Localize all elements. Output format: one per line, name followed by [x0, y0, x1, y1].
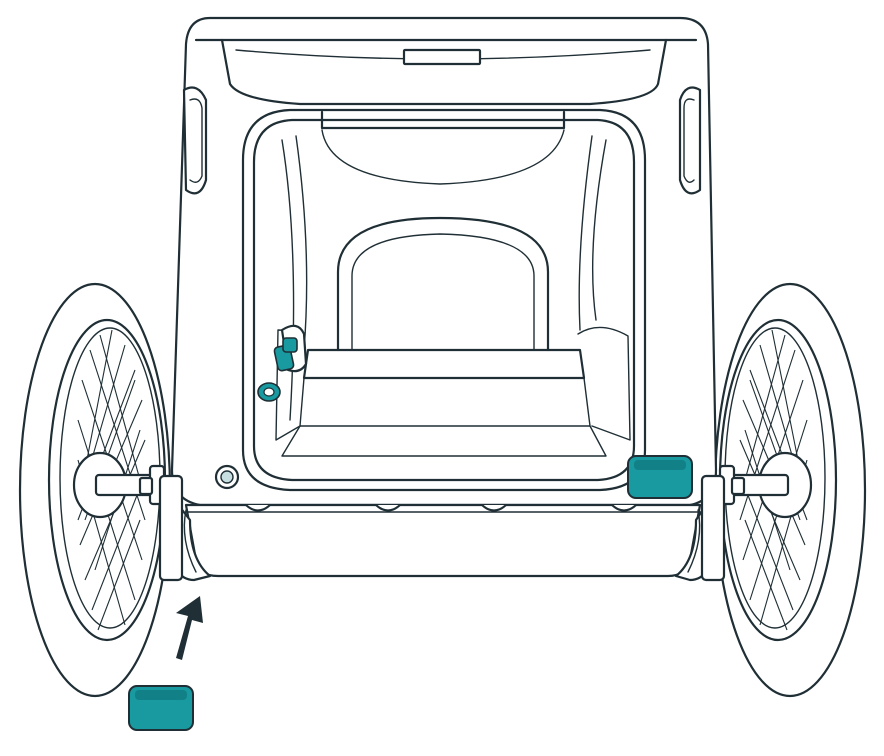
release-button — [214, 464, 240, 490]
right-wheel — [713, 282, 867, 698]
reflector-right-installed — [627, 455, 693, 499]
bolt-highlighted — [273, 324, 308, 373]
left-wheel — [18, 282, 172, 698]
washer-highlighted — [257, 382, 281, 402]
reflector-left-loose — [128, 685, 194, 731]
trailer-body — [158, 16, 726, 582]
install-arrow-icon — [176, 596, 203, 660]
